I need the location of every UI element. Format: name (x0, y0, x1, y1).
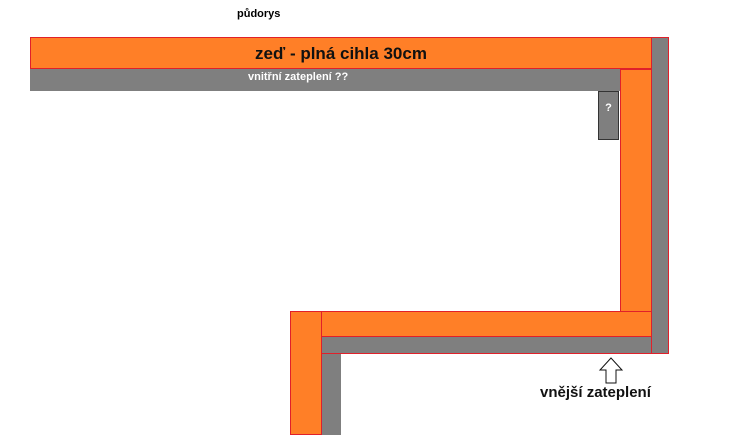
wall-label: zeď - plná cihla 30cm (255, 43, 427, 63)
top-wall: zeď - plná cihla 30cm (30, 37, 652, 69)
inner-insulation-strip: vnitřní zateplení ?? (30, 69, 620, 91)
inner-insulation-label: vnitřní zateplení ?? (248, 71, 349, 83)
unknown-insulation-block: ? (598, 91, 619, 140)
unknown-label: ? (605, 102, 612, 114)
outer-insulation-right (651, 37, 669, 354)
diagram-title: půdorys (237, 8, 281, 20)
right-wall (620, 69, 652, 312)
lower-left-wall (290, 311, 322, 435)
outer-insulation-lower-left (322, 354, 341, 435)
outer-insulation-label: vnější zateplení (540, 384, 651, 401)
